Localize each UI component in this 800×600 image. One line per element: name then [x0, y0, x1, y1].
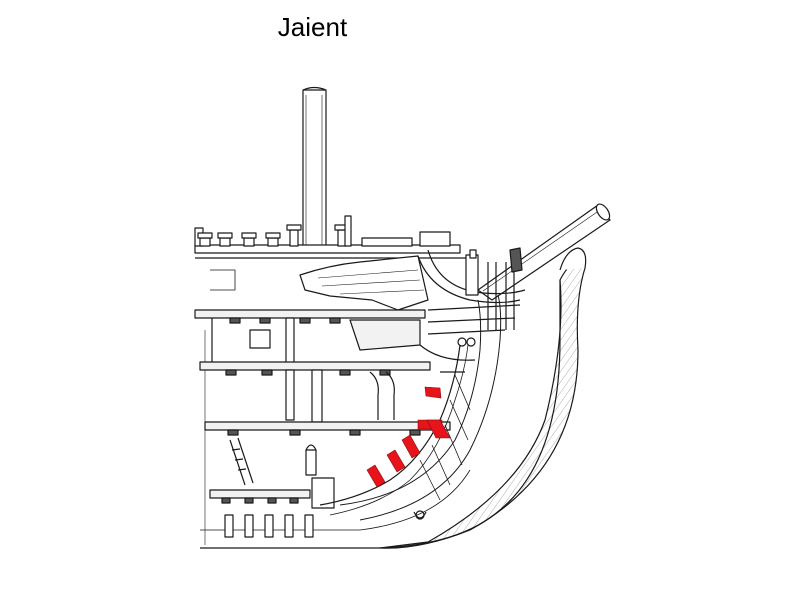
gun-deck-middle: [199, 361, 465, 423]
highlight-timber: [366, 464, 386, 488]
highlight-timber: [426, 419, 451, 439]
bow-frames: [419, 374, 471, 501]
gun-deck-upper: [194, 309, 426, 545]
highlight-timber: [386, 449, 406, 473]
highlighted-timbers: [366, 386, 451, 488]
upper-deck: [194, 215, 470, 291]
deck-bitts: [197, 215, 451, 247]
diagram-title: Jaient: [277, 12, 348, 42]
bowsprit: [477, 203, 611, 301]
frame-timbers: [224, 514, 314, 538]
highlight-timber: [424, 386, 442, 399]
head-rails: [419, 247, 523, 361]
orlop-deck: [209, 344, 469, 538]
mast: [302, 86, 327, 251]
hull-stem: [200, 247, 587, 549]
highlight-timber: [401, 434, 421, 459]
gun-deck-lower: [204, 421, 451, 509]
